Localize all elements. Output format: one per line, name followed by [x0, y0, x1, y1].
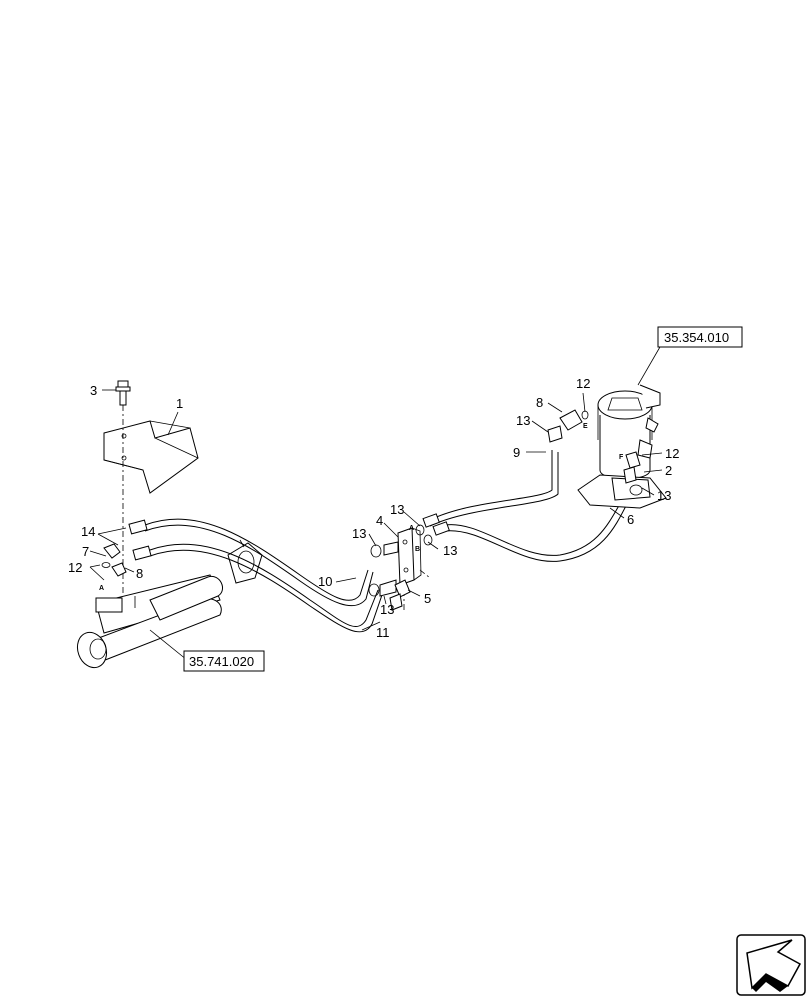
callout-7: 7 [82, 544, 89, 559]
hose-end-fittings-mid [415, 513, 450, 546]
hose-11 [149, 543, 384, 633]
callout-13-e: 13 [516, 413, 530, 428]
hose-10 [144, 518, 374, 607]
callout-2: 2 [665, 463, 672, 478]
bolt [115, 380, 131, 406]
callout-13-d: 13 [380, 602, 394, 617]
callout-9: 9 [513, 445, 520, 460]
callout-12-top: 12 [576, 376, 590, 391]
callout-8-left: 8 [136, 566, 143, 581]
port-letters: A A B E F [99, 423, 624, 592]
hydraulic-motor [577, 384, 667, 509]
callout-11: 11 [376, 625, 390, 640]
guard-shield [103, 420, 199, 494]
pivot-bracket [227, 539, 263, 584]
elbow-fitting-side [623, 451, 641, 484]
port-b-manifold: B [415, 546, 420, 553]
callout-1: 1 [176, 396, 183, 411]
port-e: E [583, 423, 588, 430]
callout-6: 6 [627, 512, 634, 527]
port-a-manifold: A [409, 525, 414, 532]
callout-3: 3 [90, 383, 97, 398]
callout-13-b: 13 [390, 502, 404, 517]
next-page-arrow-icon[interactable] [736, 934, 806, 996]
callout-10: 10 [318, 574, 332, 589]
callout-14: 14 [81, 524, 95, 539]
reference-box-bottom[interactable]: 35.741.020 [183, 650, 265, 672]
reference-label-bottom[interactable]: 35.741.020 [189, 654, 254, 669]
elbow-fitting-top [547, 409, 589, 443]
callout-5: 5 [424, 591, 431, 606]
hose-6 [444, 494, 631, 562]
callout-12-right: 12 [665, 446, 679, 461]
callout-8-right: 8 [536, 395, 543, 410]
hose-9 [429, 450, 559, 527]
callout-12-left: 12 [68, 560, 82, 575]
callout-labels: 1 3 14 7 12 8 10 11 13 4 13 13 5 13 9 13… [68, 376, 679, 640]
reference-label-top[interactable]: 35.354.010 [664, 330, 729, 345]
callout-4: 4 [376, 513, 383, 528]
callout-13-f: 13 [657, 488, 671, 503]
reference-box-top[interactable]: 35.354.010 [657, 326, 743, 348]
port-a-left: A [99, 585, 104, 592]
port-f: F [619, 454, 624, 461]
fitting-part-5 [389, 579, 411, 611]
hose-end-fittings-left [101, 519, 152, 577]
callout-13-c: 13 [443, 543, 457, 558]
callout-13-a: 13 [352, 526, 366, 541]
